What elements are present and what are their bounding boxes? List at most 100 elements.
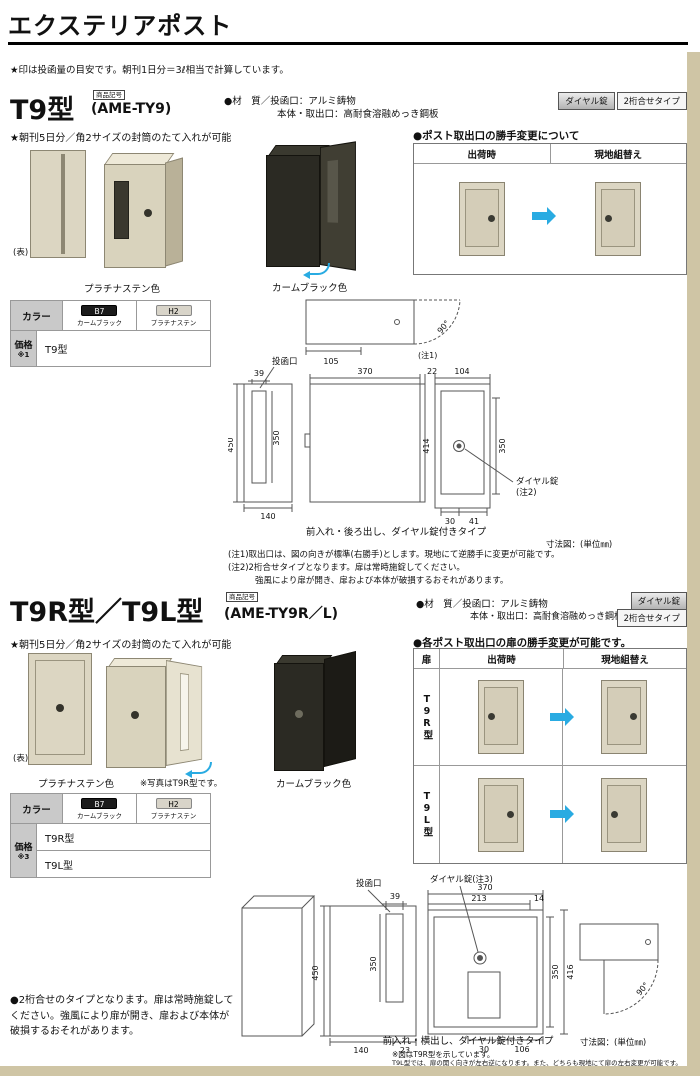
dim-105: 105: [323, 357, 338, 366]
post-front-face: [274, 663, 324, 771]
dim-22: 22: [427, 367, 437, 376]
dial-lock-label: ダイヤル錠(注3): [430, 874, 493, 885]
post-door: [483, 687, 518, 745]
color-name-h2: プラチナステン: [150, 811, 197, 820]
color-swatch: H2 プラチナステン: [150, 304, 197, 327]
color-name-h2: プラチナステン: [150, 318, 197, 327]
s1-color-b7-cell: B7 カームブラック: [63, 301, 137, 331]
s2-figure-note-2: T9L型では、扉の開く向きが左右逆になります。また、どちらも現地にて扉の左右変更…: [392, 1059, 682, 1067]
s2-price-header: 価格 ※3: [11, 824, 37, 878]
s2-door-swing-view: [579, 923, 659, 1015]
s2-photo-platinum-front: [28, 653, 92, 765]
s2-figure-note-1: ※図はT9R型を示しています。: [392, 1050, 495, 1059]
s1-price-row-t9: T9型: [37, 331, 211, 367]
change-arrow-icon: [532, 207, 556, 225]
mail-slot-label: 投函口: [356, 878, 382, 889]
dim-450: 450: [311, 965, 320, 980]
change-arrow-icon: [550, 805, 574, 823]
s1-capacity-feature: ★朝刊5日分／角2サイズの封筒のたて入れが可能: [10, 133, 232, 144]
s1-side-view: [304, 374, 426, 503]
s1-rear-view: [434, 374, 514, 516]
dim-213: 213: [471, 894, 486, 903]
color-swatch: H2 プラチナステン: [150, 797, 197, 820]
s1-material-line1: ●材 質／投函口：アルミ鋳物: [224, 96, 356, 107]
s2-tag-dial-wrap: ダイヤル錠: [630, 592, 687, 610]
s2-side-view: [427, 885, 568, 1044]
dim-30: 30: [479, 1045, 489, 1054]
table-row: 価格 ※1 T9型: [11, 331, 211, 367]
s1-unit-label: 寸法図：(単位㎜): [546, 539, 612, 550]
s2-iso-view: [241, 895, 316, 1037]
dim-350b: 350: [498, 438, 507, 453]
t9l-ship-cell: [440, 766, 563, 863]
s1-product-code-label: 商品記号: [93, 90, 125, 100]
row-label: T9L型: [421, 791, 433, 838]
dim-140: 140: [353, 1046, 368, 1055]
s2-material-line1: ●材 質／投函口：アルミ鋳物: [416, 599, 548, 610]
post-thumbnail: [459, 181, 505, 256]
post-thumbnail: [601, 680, 648, 754]
row-label: T9R型: [421, 693, 433, 741]
post-slot-seam: [61, 154, 65, 254]
s1-front-view-label: (表): [13, 248, 29, 258]
s2-panel-row-t9l: T9L型: [414, 766, 686, 863]
price-rows: T9R型 T9L型: [37, 824, 211, 878]
post-side-face: [324, 651, 356, 767]
t9l-site-cell: [563, 766, 686, 863]
s1-color-header: カラー: [11, 301, 63, 331]
s2-panel-col-site: 現地組替え: [564, 649, 686, 669]
mail-slot-label: 投函口: [272, 356, 298, 367]
s1-panel-cell-ship: [414, 164, 550, 273]
page-edge-bottom: [0, 1066, 700, 1076]
s1-note-1: (注1)取出口は、図の向きが標準(右勝手)とします。現地にて逆勝手に変更が可能で…: [228, 550, 560, 560]
s1-drawing-caption: 前入れ・後ろ出し、ダイヤル錠付きタイプ: [306, 526, 487, 538]
s1-note-2: (注2)2桁合せタイプとなります。扉は常時施錠してください。: [228, 563, 465, 573]
post-thumbnail: [601, 777, 648, 852]
dim-41: 41: [469, 517, 479, 526]
door-swing-arrow-icon: [185, 762, 212, 778]
s1-black-label: カームブラック色: [272, 283, 348, 294]
change-arrow-icon: [550, 708, 574, 726]
dial-lock-icon: [144, 209, 152, 217]
s1-price-header: 価格 ※1: [11, 331, 37, 367]
t9r-ship-cell: [439, 669, 563, 766]
s2-panel-title: ●各ポスト取出口の扉の勝手変更が可能です。: [413, 637, 632, 649]
s2-handing-panel: 扉 出荷時 現地組替え T9R型 T9L型: [413, 648, 687, 864]
dial-lock-icon: [487, 713, 495, 720]
s2-panel-door-header: 扉: [414, 649, 440, 669]
s2-tag-type-wrap: 2桁合せタイプ: [616, 609, 687, 627]
s1-panel-body: [414, 164, 686, 273]
color-swatch: B7 カームブラック: [77, 797, 122, 820]
price-label: 価格: [14, 843, 33, 853]
dial-lock-icon: [506, 810, 514, 818]
post-door: [607, 687, 642, 745]
s2-price-row-t9r: T9R型: [37, 824, 211, 851]
dim-23: 23: [400, 1046, 410, 1055]
s2-panel-col-ship: 出荷時: [440, 649, 564, 669]
s1-material-line2: 本体・取出口：高耐食溶融めっき鋼板: [277, 109, 439, 120]
s1-panel-title: ●ポスト取出口の勝手変更について: [413, 130, 580, 142]
s1-photo-black-3d: [266, 141, 366, 279]
post-thumbnail: [477, 680, 524, 754]
dim-414: 414: [422, 438, 431, 453]
s1-dimension-drawing: 105 90° (注1) 39 450 350 140 投函口 370 22: [228, 299, 612, 550]
s1-color-h2-cell: H2 プラチナステン: [137, 301, 211, 331]
dim-140: 140: [260, 512, 275, 521]
post-window-slot: [114, 181, 129, 239]
s2-model-name: T9R型／T9L型: [10, 597, 204, 628]
dim-39: 39: [390, 892, 400, 901]
s2-lock-note: ●2桁合せのタイプとなります。扉は常時施錠してください。強風により扉が開き、扉お…: [10, 995, 234, 1037]
s1-dial-lock-tag: ダイヤル錠: [558, 92, 615, 110]
color-swatch: B7 カームブラック: [77, 304, 122, 327]
dial-lock-note: (注2): [516, 487, 537, 498]
dial-lock-icon: [630, 713, 638, 720]
s1-panel-col-site: 現地組替え: [549, 144, 687, 163]
dim-14: 14: [534, 894, 544, 903]
post-front-face: [106, 666, 166, 768]
page-title: エクステリアポスト: [8, 12, 233, 40]
dial-lock-icon: [56, 704, 64, 712]
s2-capacity-feature: ★朝刊5日分／角2サイズの封筒のたて入れが可能: [10, 640, 232, 651]
s2-product-code-label: 商品記号: [226, 592, 258, 602]
s2-model-code: (AME-TY9R／L): [224, 606, 339, 622]
